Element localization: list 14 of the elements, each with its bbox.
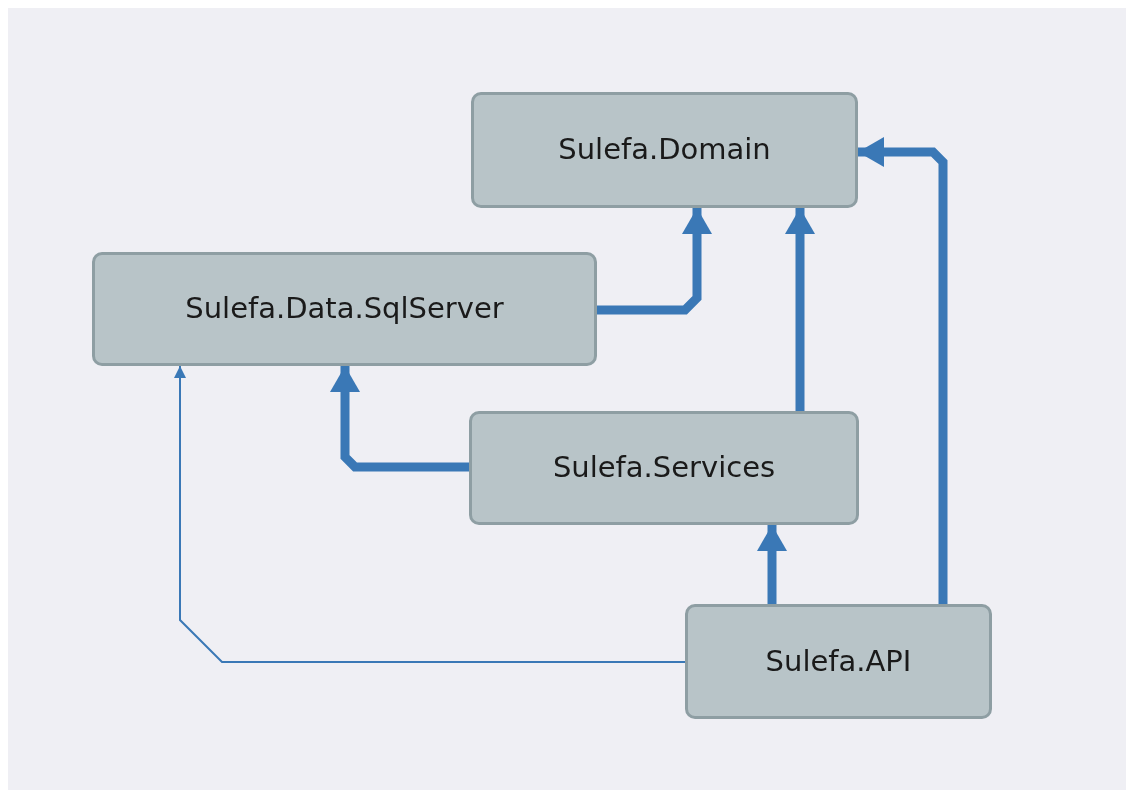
project-name: Sulefa.Data.SqlServer — [185, 290, 504, 328]
project-box — [469, 411, 859, 525]
project-name: Sulefa.Services — [552, 449, 776, 487]
project-box — [685, 604, 992, 719]
arrow — [785, 208, 815, 411]
project-box — [471, 92, 858, 208]
arrow — [597, 208, 712, 315]
arrow — [858, 137, 948, 604]
arrow — [330, 366, 469, 472]
arrow — [174, 365, 686, 663]
project-name: Sulefa.Domain — [558, 131, 771, 169]
project-name: Sulefa.API — [765, 642, 912, 680]
project-box — [92, 252, 597, 366]
arrow — [757, 525, 787, 604]
